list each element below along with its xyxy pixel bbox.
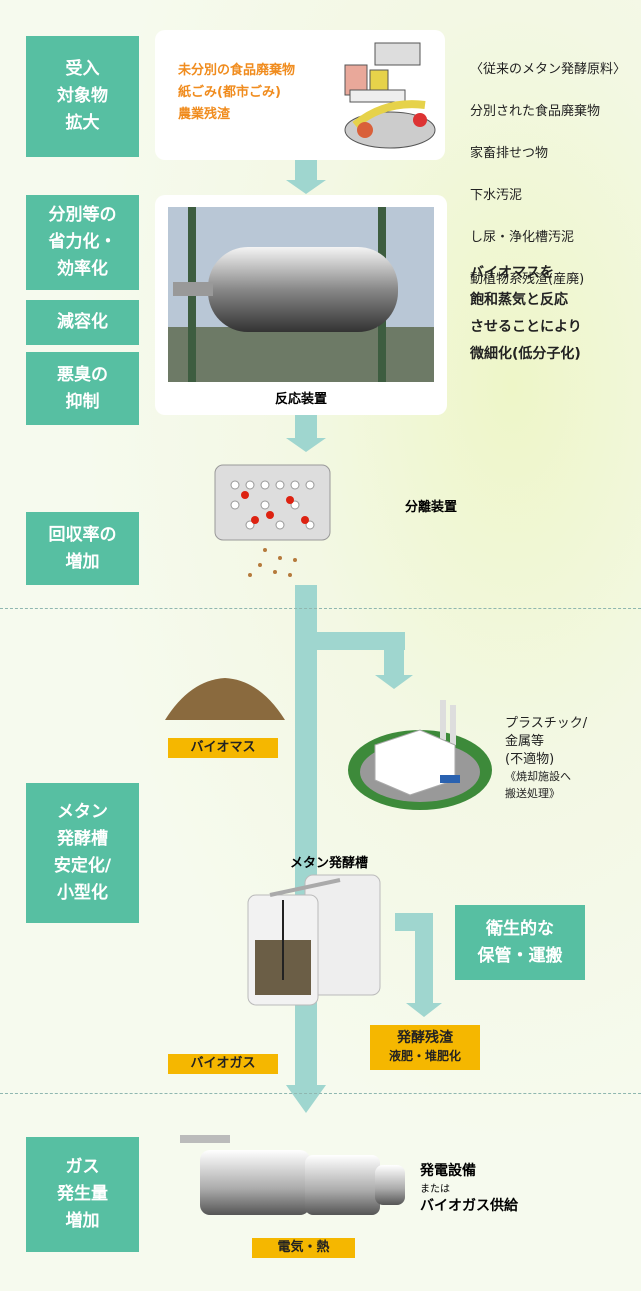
reactor-box: 反応装置	[155, 195, 447, 415]
generator-text: 発電設備 または バイオガス供給	[420, 1160, 518, 1215]
arrow-shaft	[295, 160, 317, 182]
label-labor-saving: 分別等の 省力化・ 効率化	[26, 195, 139, 290]
digestate-title: 発酵残渣	[397, 1030, 453, 1046]
generator-icon	[180, 1135, 405, 1215]
conventional-title: 〈従来のメタン発酵原料〉	[470, 62, 627, 77]
separator-illustration	[214, 464, 331, 577]
divider	[0, 1093, 641, 1094]
conventional-item: 下水汚泥	[470, 188, 523, 203]
reactor-description: バイオマスを 飽和蒸気と反応 させることにより 微細化(低分子化)	[470, 265, 582, 362]
intake-item: 紙ごみ(都市ごみ)	[178, 85, 281, 100]
label-gas-increase: ガス 発生量 増加	[26, 1137, 139, 1252]
intake-items: 未分別の食品廃棄物 紙ごみ(都市ごみ) 農業残渣	[178, 60, 295, 126]
label-intake-expansion: 受入 対象物 拡大	[26, 36, 139, 157]
conventional-item: 家畜排せつ物	[470, 146, 549, 161]
arrow-branch	[295, 632, 405, 650]
biomass-label: バイオマス	[168, 738, 278, 758]
separator-label: 分離装置	[405, 500, 458, 515]
generator-line2: または	[420, 1184, 450, 1195]
biomass-pile-icon	[165, 678, 285, 720]
digestate-box: 発酵残渣 液肥・堆肥化	[370, 1025, 480, 1070]
electricity-heat-label: 電気・熱	[252, 1238, 355, 1258]
label-recovery-increase: 回収率の 増加	[26, 512, 139, 585]
hygienic-storage-box: 衛生的な 保管・運搬	[455, 905, 585, 980]
arrow-shaft	[295, 585, 317, 1085]
label-fermenter-stabilization: メタン 発酵槽 安定化/ 小型化	[26, 783, 139, 923]
waste-illustration	[344, 42, 436, 149]
intake-item: 未分別の食品廃棄物	[178, 63, 296, 78]
conventional-item: 分別された食品廃棄物	[470, 104, 601, 119]
intake-box: 未分別の食品廃棄物 紙ごみ(都市ごみ) 農業残渣	[155, 30, 445, 160]
arrow-down-icon	[286, 438, 326, 452]
arrow-down-icon	[375, 675, 413, 689]
fermentation-tank-icon	[247, 874, 381, 1006]
generator-line3: バイオガス供給	[420, 1198, 518, 1214]
reactor-image	[168, 207, 434, 382]
conventional-item: し尿・浄化槽汚泥	[470, 230, 575, 245]
label-odor-control: 悪臭の 抑制	[26, 352, 139, 425]
conventional-materials: 〈従来のメタン発酵原料〉 分別された食品廃棄物 家畜排せつ物 下水汚泥 し尿・浄…	[470, 38, 626, 311]
arrow-branch	[415, 913, 433, 1005]
unsuitable-materials-label: プラスチック/ 金属等 (不適物)	[505, 716, 588, 767]
fermenter-label: メタン発酵槽	[290, 856, 369, 871]
incineration-facility-icon	[348, 700, 492, 810]
arrow-branch	[384, 632, 404, 677]
arrow-down-icon	[406, 1003, 442, 1017]
label-volume-reduction: 減容化	[26, 300, 139, 345]
arrow-down-icon	[286, 1085, 326, 1113]
intake-item: 農業残渣	[178, 107, 231, 122]
reactor-caption: 反応装置	[274, 392, 327, 407]
arrow-down-icon	[286, 180, 326, 194]
digestate-sub: 液肥・堆肥化	[388, 1049, 461, 1063]
conventional-item: 動植物系残渣(産廃)	[470, 272, 585, 287]
incineration-note: 《焼却施設へ 搬送処理》	[505, 770, 571, 800]
divider	[0, 608, 641, 609]
generator-line1: 発電設備	[420, 1163, 476, 1179]
biogas-label: バイオガス	[168, 1054, 278, 1074]
arrow-shaft	[295, 415, 317, 440]
